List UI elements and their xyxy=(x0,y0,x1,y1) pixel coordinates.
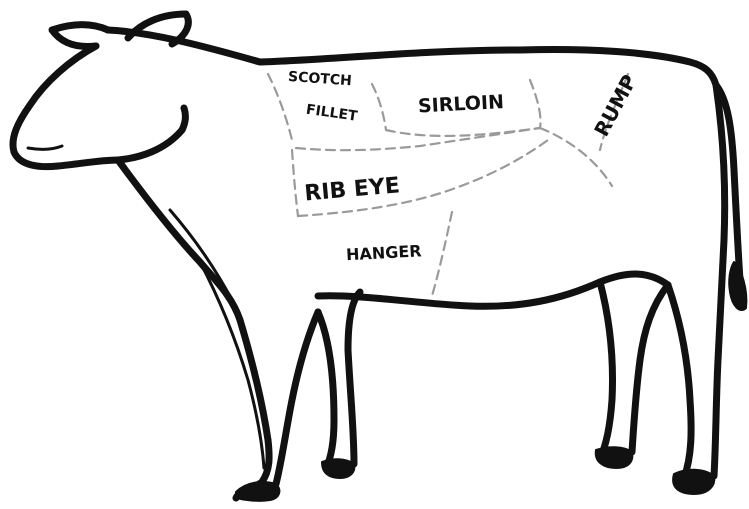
cow-front-leg-outer xyxy=(236,320,269,498)
cow-hind-leg-back-inner xyxy=(714,85,725,476)
cow-tail-tuft xyxy=(729,262,746,310)
cow-jaw-line xyxy=(118,108,185,160)
rib-eye-left-boundary xyxy=(292,150,298,216)
sirloin-rump-divider xyxy=(530,80,541,128)
cow-front-hoof2 xyxy=(322,459,354,478)
cow-hind-hoof-back xyxy=(673,470,714,494)
cow-hind-leg-back-outer xyxy=(668,285,691,478)
cow-hind-leg-front-inner xyxy=(632,285,668,452)
sirloin-top-boundary xyxy=(386,128,540,136)
sirloin-label: SIRLOIN xyxy=(417,91,504,117)
scotch-sirloin-divider xyxy=(372,84,386,130)
cow-front-leg2-inner xyxy=(348,292,360,464)
scotch-fillet-label-line1: SCOTCH xyxy=(288,69,353,89)
cow-belly xyxy=(318,274,668,306)
hanger-right-boundary xyxy=(432,212,452,296)
cow-front-leg-inner xyxy=(276,312,318,484)
cow-hind-leg-front-outer xyxy=(600,282,613,458)
cow-front-leg2-outer xyxy=(318,312,334,468)
rump-lower-boundary xyxy=(540,128,612,186)
cow-left-ear xyxy=(52,25,108,47)
rump-label: RUMP xyxy=(589,71,641,141)
hanger-label: HANGER xyxy=(346,241,422,264)
scotch-fillet-label-line2: FILLET xyxy=(305,102,359,125)
rib-eye-top-boundary xyxy=(296,128,540,150)
cow-mouth xyxy=(28,146,62,149)
rib-eye-label: RIB EYE xyxy=(304,173,401,206)
cow-throat xyxy=(118,160,240,320)
cut-labels: SCOTCH FILLET SIRLOIN RUMP RIB EYE HANGE… xyxy=(288,69,642,264)
cow-hind-hoof-front xyxy=(596,447,633,468)
